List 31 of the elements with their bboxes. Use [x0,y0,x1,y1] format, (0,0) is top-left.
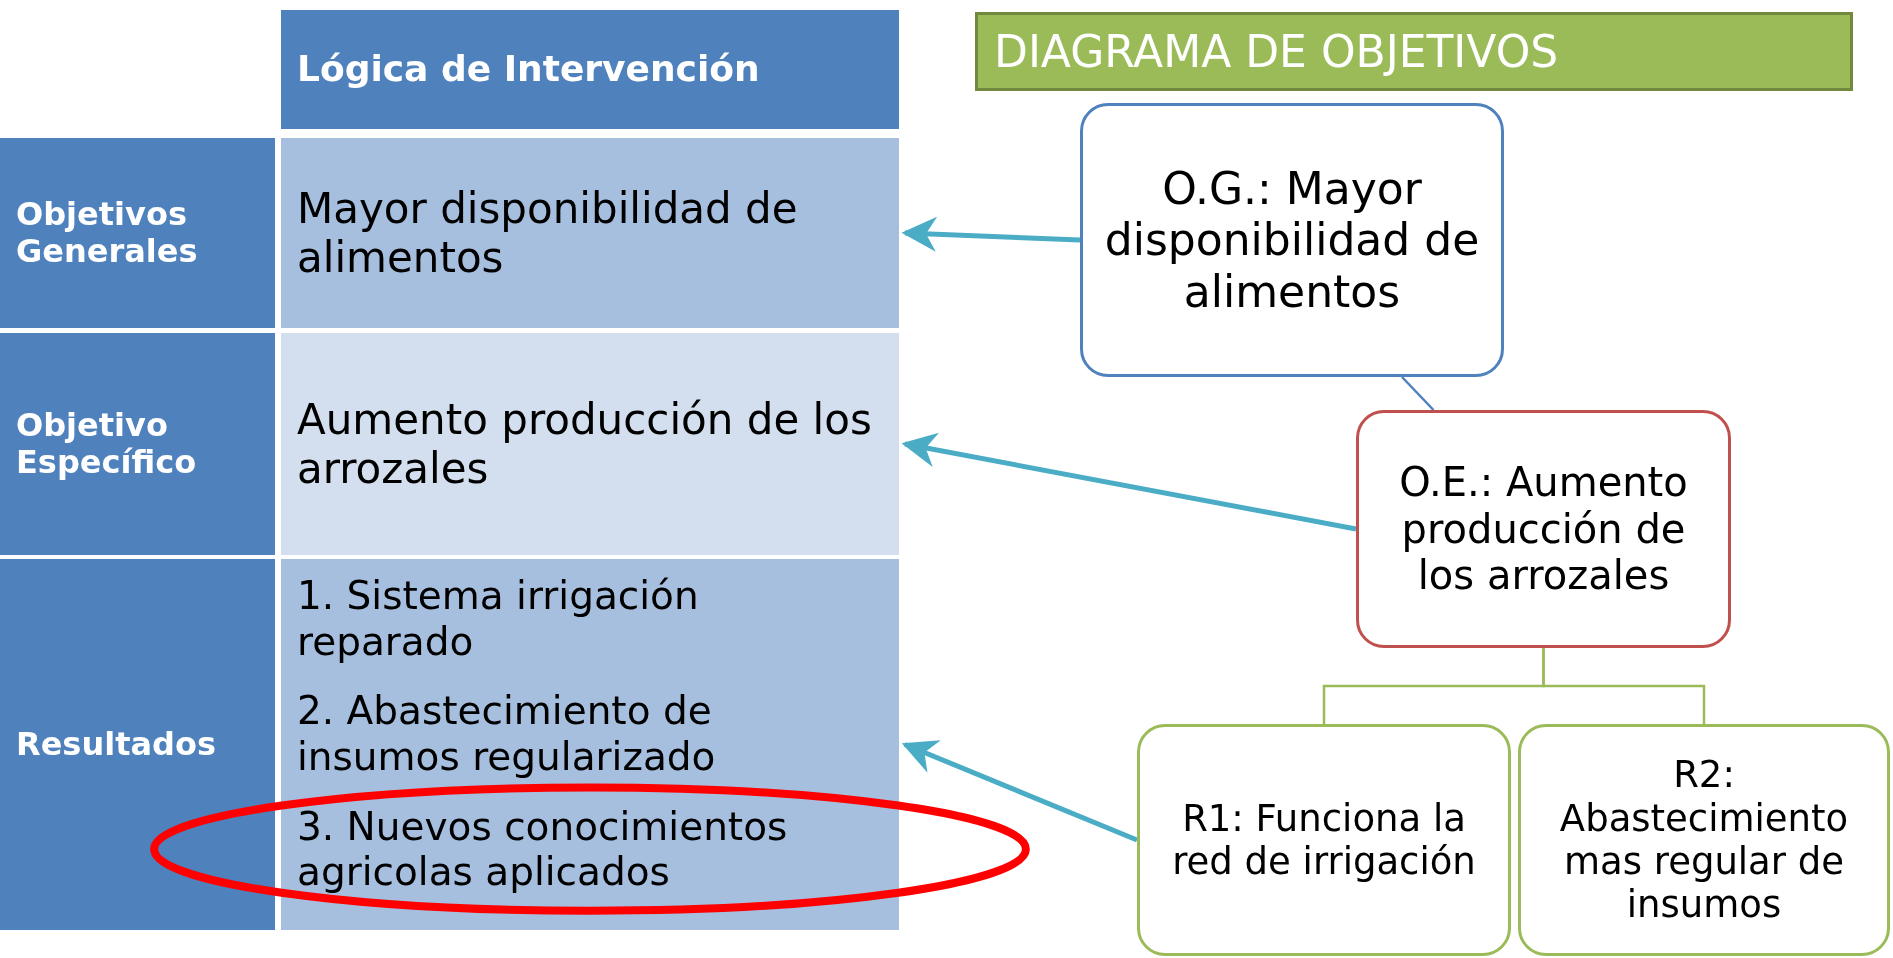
cell-text: Aumento producción de los arrozales [297,394,873,494]
connector-line [1542,648,1706,724]
result-box [1518,724,1890,956]
table-header-cell [281,10,899,129]
list-item: 1. Sistema irrigación reparado [297,573,700,665]
row-header-cell [0,138,275,328]
row-header-cell [0,333,275,555]
result-box [1137,724,1511,956]
list-item: 2. Abastecimiento de insumos regularizado [297,688,717,780]
table-cell [281,138,899,328]
box-text: O.G.: Mayor disponibilidad de alimentos [1103,162,1481,318]
cell-text: Mayor disponibilidad de alimentos [297,183,799,283]
arrow [901,216,1081,252]
header-text: Lógica de Intervención [297,48,761,91]
title-banner [975,12,1853,91]
objective-box [1080,103,1504,377]
row-header-text: Resultados [16,725,217,764]
arrow [901,740,1138,843]
banner-text: DIAGRAMA DE OBJETIVOS [994,25,1560,78]
row-header-text: Objetivos Generales [16,195,199,271]
table-cell [281,559,899,930]
row-header-text: Objetivo Específico [16,406,198,482]
box-text: O.E.: Aumento producción de los arrozales [1398,458,1689,600]
arrow [901,432,1357,532]
connector-line [1401,376,1435,411]
objective-box [1356,410,1731,648]
box-text: R1: Funciona la red de irrigación [1171,796,1477,884]
table-cell [281,333,899,555]
row-header-cell [0,559,275,930]
box-text: R2: Abastecimiento mas regular de insumos [1558,753,1850,927]
list-item: 3. Nuevos conocimientos agricolas aplicados [297,803,789,895]
